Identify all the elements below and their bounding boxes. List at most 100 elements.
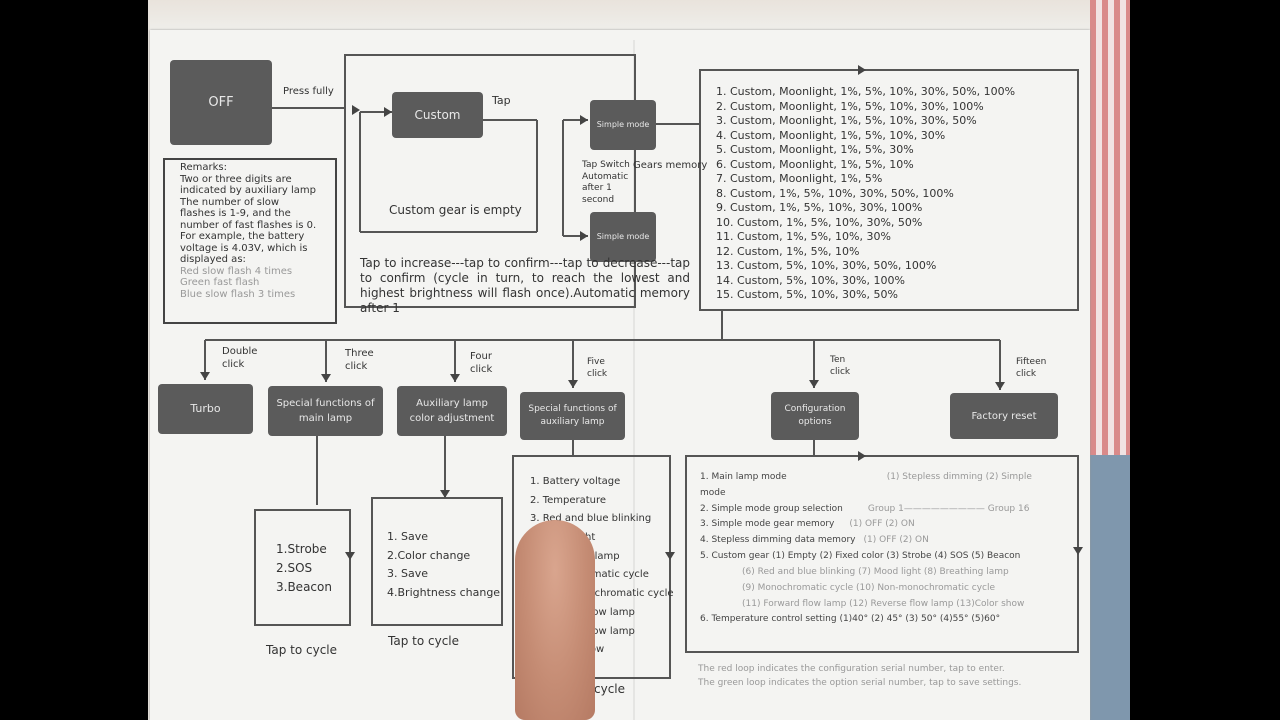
config-item: (6) Red and blue blinking (7) Mood light…	[742, 566, 1009, 577]
gear-group-item: 12. Custom, 1%, 5%, 10%	[716, 244, 860, 258]
paper-fold	[633, 40, 635, 720]
config-item-options: (1) OFF (2) ON	[849, 519, 915, 530]
turbo-box: Turbo	[158, 384, 253, 434]
remarks-line: displayed as:	[180, 254, 246, 265]
remarks-box	[163, 158, 337, 324]
gear-group-item: 11. Custom, 1%, 5%, 10%, 30%	[716, 230, 891, 244]
off-state-box: OFF	[170, 60, 272, 145]
config-list: 1. Main lamp mode (1) Stepless dimming (2…	[700, 470, 1032, 628]
gear-group-item: 4. Custom, Moonlight, 1%, 5%, 10%, 30%	[716, 128, 946, 142]
tap-label: Tap	[492, 94, 511, 107]
fifteen-click-label: Fifteen click	[1016, 357, 1047, 379]
config-item: (11) Forward flow lamp (12) Reverse flow…	[742, 598, 1025, 609]
remarks-line: number of fast flashes is 0.	[180, 219, 317, 231]
footnote: The red loop indicates the configuration…	[698, 664, 1005, 674]
simple-mode-box-2: Simple mode	[590, 212, 656, 262]
config-item-options: (1) OFF (2) ON	[863, 535, 929, 546]
factory-reset-label: Factory reset	[971, 410, 1037, 422]
gear-group-item: 1. Custom, Moonlight, 1%, 5%, 10%, 30%, …	[716, 85, 1016, 98]
remarks-green-line: Green fast flash	[180, 277, 260, 288]
config-item: 3. Simple mode gear memory (1) OFF (2) ON	[700, 517, 1032, 533]
five-click-label: Five click	[587, 357, 608, 379]
tap-instructions: Tap to increase---tap to confirm---tap t…	[360, 256, 690, 315]
special-main-label: Special functions of main lamp	[276, 398, 375, 424]
remarks-line: Two or three digits are	[180, 173, 292, 185]
special-aux-box: Special functions of auxiliary lamp	[520, 392, 625, 440]
remarks-text: Remarks: Two or three digits are indicat…	[180, 162, 316, 300]
config-options-label: Configuration options	[784, 403, 846, 428]
custom-mode-box: Custom	[392, 92, 483, 138]
remarks-title: Remarks:	[180, 162, 228, 173]
turbo-label: Turbo	[190, 401, 221, 415]
paper-shadow	[150, 0, 1090, 30]
gear-group-item: 8. Custom, 1%, 5%, 10%, 30%, 50%, 100%	[716, 186, 954, 200]
config-item: 5. Custom gear (1) Empty (2) Fixed color…	[700, 551, 1021, 562]
tap-to-cycle-label: Tap to cycle	[266, 643, 338, 657]
ten-click-label: Ten click	[830, 355, 851, 377]
aux-color-item: 4.Brightness change	[387, 586, 501, 600]
gear-group-item: 7. Custom, Moonlight, 1%, 5%	[716, 172, 883, 186]
config-item: 2. Simple mode group selection Group 1———…	[700, 502, 1032, 518]
special-aux-label: Special functions of auxiliary lamp	[528, 403, 617, 428]
factory-reset-box: Factory reset	[950, 393, 1058, 439]
config-item: mode	[700, 487, 726, 498]
tap-to-cycle-label-3: cycle	[594, 682, 626, 696]
four-click-label: Four click	[470, 351, 493, 375]
config-item-options: Group 1————————— Group 16	[867, 503, 1030, 514]
remarks-line: voltage is 4.03V, which is	[180, 242, 308, 254]
press-fully-label: Press fully	[283, 86, 334, 97]
aux-color-item: 1. Save	[387, 530, 428, 543]
simple-mode-label-2: Simple mode	[596, 232, 650, 241]
aux-special-item: 2. Temperature	[530, 494, 607, 506]
gear-group-item: 6. Custom, Moonlight, 1%, 5%, 10%	[716, 157, 914, 171]
gear-group-item: 2. Custom, Moonlight, 1%, 5%, 10%, 30%, …	[716, 99, 984, 113]
pointing-finger	[515, 520, 595, 720]
aux-color-box: Auxiliary lamp color adjustment	[397, 386, 507, 436]
main-lamp-item: 3.Beacon	[276, 580, 332, 595]
main-lamp-list: 1.Strobe 2.SOS 3.Beacon	[276, 540, 332, 598]
gear-group-item: 5. Custom, Moonlight, 1%, 5%, 30%	[716, 143, 914, 157]
aux-special-item: 1. Battery voltage	[530, 476, 621, 487]
aux-color-item: 3. Save	[387, 567, 428, 581]
custom-gear-empty-label: Custom gear is empty	[389, 203, 522, 217]
gear-group-item: 14. Custom, 5%, 10%, 30%, 100%	[716, 273, 905, 287]
remarks-blue-line: Blue slow flash 3 times	[180, 288, 296, 300]
remarks-line: For example, the battery	[180, 231, 305, 242]
simple-mode-label: Simple mode	[596, 120, 650, 129]
aux-special-item: 7. Non-monochromatic cycle	[530, 588, 674, 600]
config-item-options: (1) Stepless dimming (2) Simple	[886, 472, 1032, 482]
gear-group-item: 10. Custom, 1%, 5%, 10%, 30%, 50%	[716, 215, 923, 229]
gears-memory-label: Gears memory	[633, 160, 708, 171]
config-options-box: Configuration options	[771, 392, 859, 440]
footnotes: The red loop indicates the configuration…	[698, 662, 1021, 691]
aux-special-item: 3. Red and blue blinking	[530, 513, 652, 525]
aux-color-label: Auxiliary lamp color adjustment	[409, 398, 495, 424]
off-label: OFF	[208, 94, 234, 110]
simple-mode-box: Simple mode	[590, 100, 656, 150]
remarks-line: indicated by auxiliary lamp	[180, 185, 316, 196]
gear-group-list: 1. Custom, Moonlight, 1%, 5%, 10%, 30%, …	[716, 85, 1015, 303]
tap-switch-label: Tap Switch Automatic after 1 second	[582, 160, 630, 206]
special-main-box: Special functions of main lamp	[268, 386, 383, 436]
footnote: The green loop indicates the option seri…	[698, 678, 1022, 689]
config-item: (9) Monochromatic cycle (10) Non-monochr…	[742, 582, 996, 593]
plaid-fabric	[1090, 0, 1130, 460]
remarks-line: flashes is 1-9, and the	[180, 208, 291, 219]
aux-color-list: 1. Save 2.Color change 3. Save 4.Brightn…	[387, 528, 500, 603]
config-item-label: 3. Simple mode gear memory	[700, 519, 835, 530]
config-item: 4. Stepless dimming data memory (1) OFF (…	[700, 533, 1032, 549]
gear-group-item: 13. Custom, 5%, 10%, 30%, 50%, 100%	[716, 259, 937, 273]
remarks-red-line: Red slow flash 4 times	[180, 265, 293, 277]
main-lamp-item: 2.SOS	[276, 561, 313, 576]
config-item-label: 1. Main lamp mode	[700, 472, 787, 482]
three-click-label: Three click	[345, 348, 374, 372]
config-item-label: 2. Simple mode group selection	[700, 503, 843, 514]
remarks-line: The number of slow	[180, 196, 280, 208]
gear-group-item: 3. Custom, Moonlight, 1%, 5%, 10%, 30%, …	[716, 114, 977, 128]
double-click-label: Double click	[222, 346, 258, 370]
custom-label: Custom	[414, 108, 461, 122]
config-item-label: 4. Stepless dimming data memory	[700, 535, 856, 546]
config-item: 6. Temperature control setting (1)40° (2…	[700, 614, 1001, 625]
gear-group-item: 15. Custom, 5%, 10%, 30%, 50%	[716, 288, 898, 302]
